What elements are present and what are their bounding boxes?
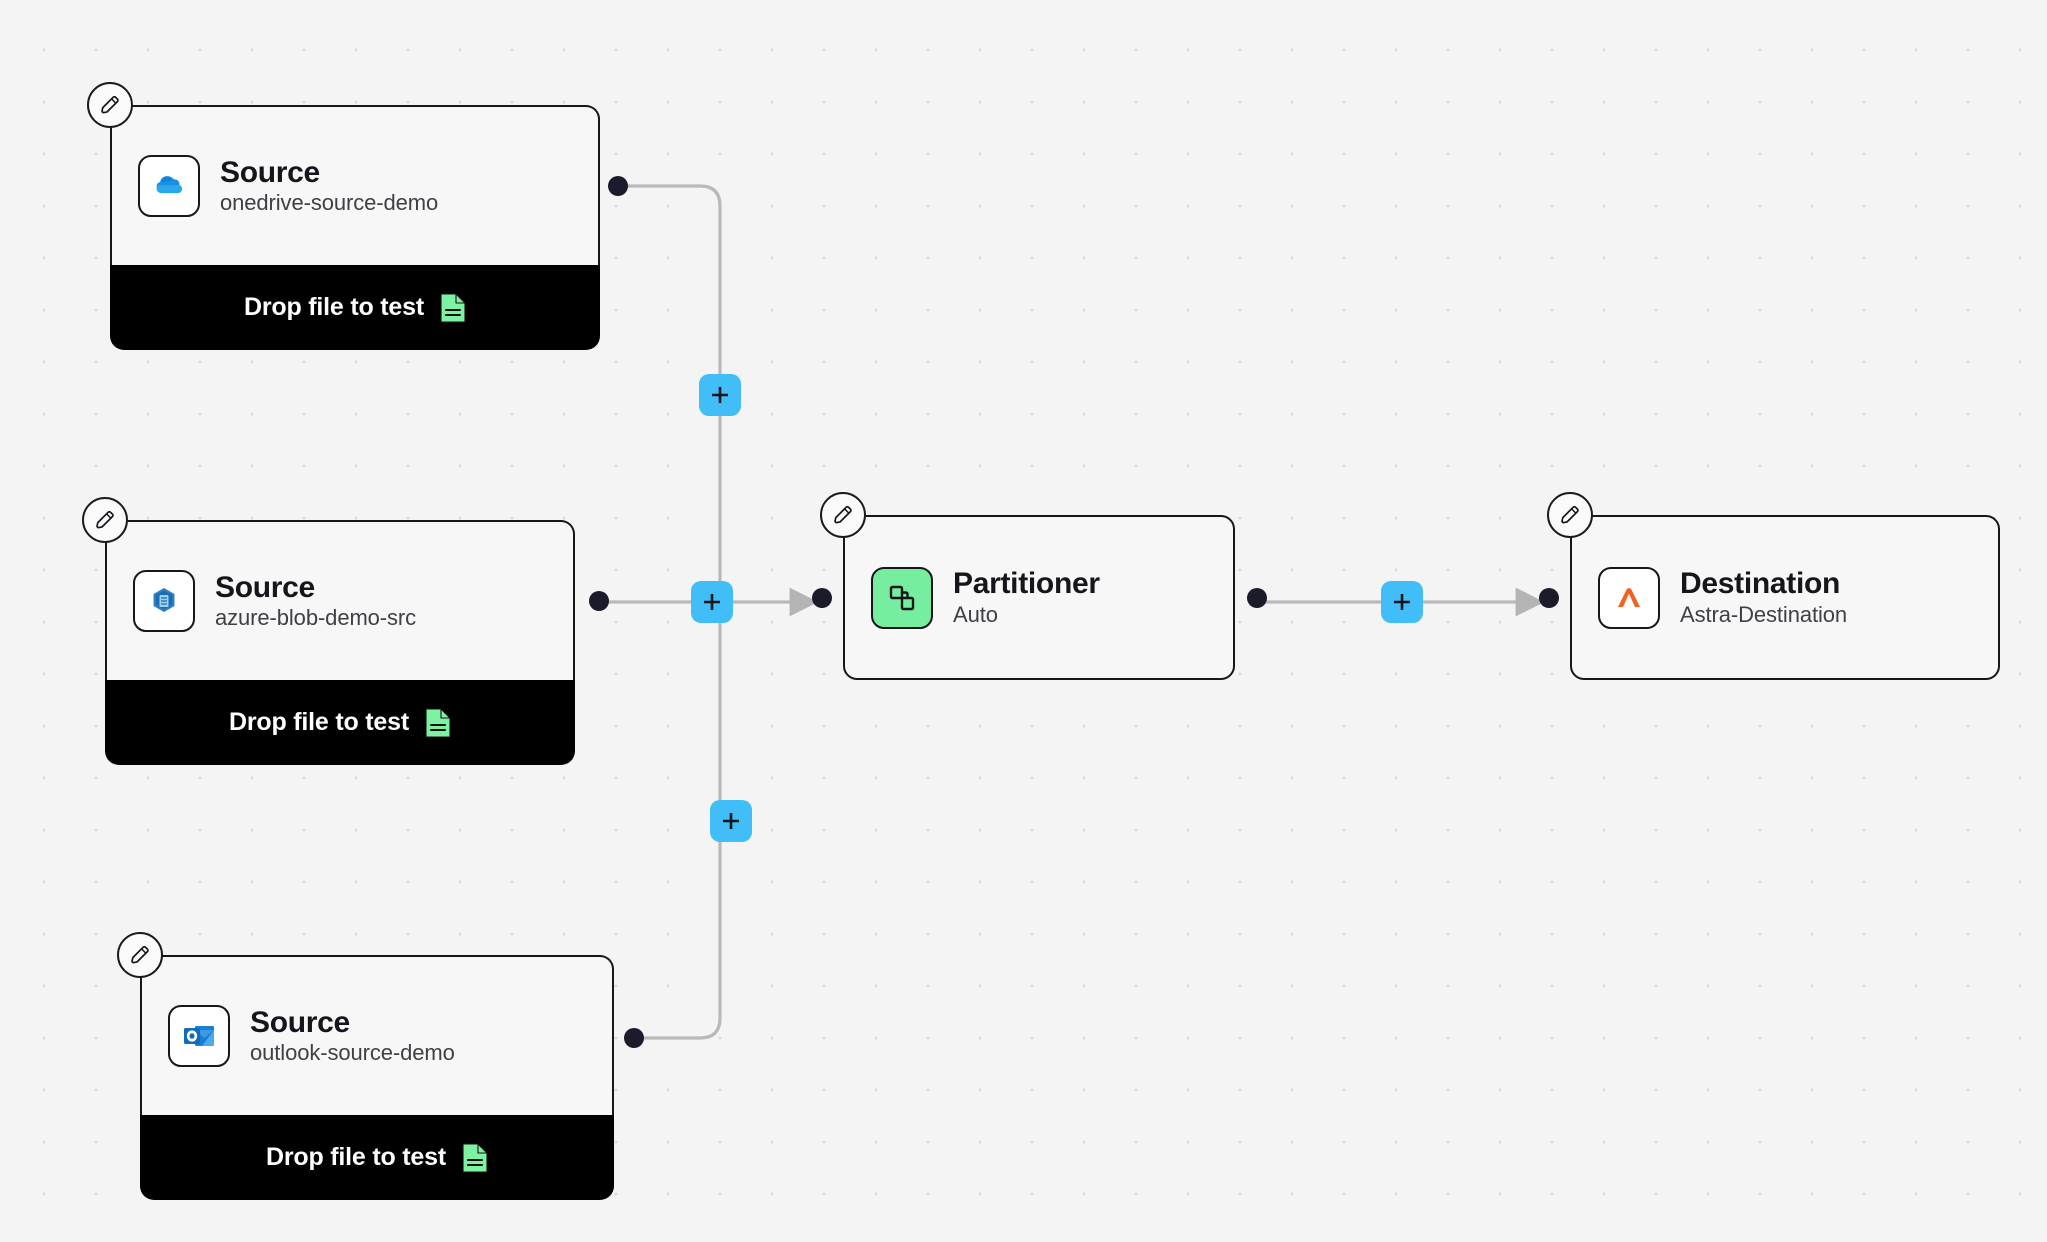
node-title: Source (250, 1005, 350, 1039)
drop-zone-label: Drop file to test (229, 708, 409, 736)
node-body-partitioner[interactable]: Partitioner Auto (843, 515, 1235, 680)
node-text-source-outlook: Source outlook-source-demo (250, 1006, 455, 1067)
azure-blob-storage-icon-frame (133, 570, 195, 632)
add-node-button-middle[interactable] (691, 581, 733, 623)
partitioner-nodes-icon (889, 585, 915, 610)
pencil-icon (1561, 505, 1579, 524)
node-subtitle: azure-blob-demo-src (215, 605, 417, 631)
pencil-icon (834, 505, 852, 524)
drop-zone-source-outlook[interactable]: Drop file to test (140, 1115, 614, 1200)
output-handle-source-azure-blob[interactable] (589, 591, 609, 611)
node-source-outlook[interactable]: Source outlook-source-demo Drop file to … (117, 932, 644, 1200)
onedrive-icon (156, 176, 183, 194)
azure-blob-storage-icon (153, 588, 175, 612)
file-document-icon (440, 292, 466, 323)
drop-zone-source-onedrive[interactable]: Drop file to test (110, 265, 600, 350)
node-title: Source (215, 570, 315, 604)
plus-icon (712, 387, 728, 403)
plus-icon (704, 594, 720, 610)
add-node-button-partitioner-destination[interactable] (1381, 581, 1423, 623)
edit-badge-partitioner[interactable] (820, 492, 866, 538)
outlook-icon-frame (168, 1005, 230, 1067)
node-subtitle: Auto (953, 601, 998, 627)
node-subtitle: onedrive-source-demo (220, 190, 439, 216)
output-handle-partitioner[interactable] (1247, 588, 1267, 608)
edit-badge-destination-astra[interactable] (1547, 492, 1593, 538)
pencil-icon (131, 945, 149, 964)
astra-lambda-icon-frame (1598, 566, 1660, 629)
node-text-source-azure-blob: Source azure-blob-demo-src (215, 571, 416, 632)
node-title: Destination (1680, 567, 1841, 600)
add-node-button-top[interactable] (699, 374, 741, 416)
node-subtitle: outlook-source-demo (250, 1040, 455, 1066)
edit-badge-source-onedrive[interactable] (87, 82, 133, 128)
onedrive-icon-frame (138, 155, 200, 217)
file-document-icon (425, 707, 451, 738)
node-text-partitioner: Partitioner Auto (953, 567, 1100, 628)
node-text-destination-astra: Destination Astra-Destination (1680, 567, 1847, 628)
edge-outlook-to-junction (634, 602, 722, 1040)
node-body-source-onedrive[interactable]: Source onedrive-source-demo (110, 105, 600, 265)
node-title: Partitioner (953, 567, 1100, 600)
input-handle-destination-astra[interactable] (1539, 588, 1559, 608)
drop-zone-source-azure-blob[interactable]: Drop file to test (105, 680, 575, 765)
node-source-onedrive[interactable]: Source onedrive-source-demo Drop file to… (87, 82, 628, 350)
node-subtitle: Astra-Destination (1680, 601, 1848, 627)
file-document-icon (462, 1142, 488, 1173)
plus-icon (1394, 594, 1410, 610)
input-handle-partitioner[interactable] (812, 588, 832, 608)
astra-lambda-icon (1618, 587, 1640, 607)
drop-zone-label: Drop file to test (244, 293, 424, 321)
node-text-source-onedrive: Source onedrive-source-demo (220, 156, 438, 217)
node-destination-astra[interactable]: Destination Astra-Destination (1539, 492, 2000, 680)
drop-zone-label: Drop file to test (266, 1143, 446, 1171)
plus-icon (723, 813, 739, 829)
output-handle-source-outlook[interactable] (624, 1028, 644, 1048)
pencil-icon (101, 95, 119, 114)
edit-badge-source-azure-blob[interactable] (82, 497, 128, 543)
pencil-icon (96, 510, 114, 529)
node-body-source-azure-blob[interactable]: Source azure-blob-demo-src (105, 520, 575, 680)
node-source-azure-blob[interactable]: Source azure-blob-demo-src Drop file to … (82, 497, 609, 765)
outlook-icon (184, 1026, 214, 1046)
node-title: Source (220, 155, 320, 189)
edit-badge-source-outlook[interactable] (117, 932, 163, 978)
output-handle-source-onedrive[interactable] (608, 176, 628, 196)
node-body-destination-astra[interactable]: Destination Astra-Destination (1570, 515, 2000, 680)
add-node-button-bottom[interactable] (710, 800, 752, 842)
node-body-source-outlook[interactable]: Source outlook-source-demo (140, 955, 614, 1115)
node-partitioner[interactable]: Partitioner Auto (812, 492, 1267, 680)
partitioner-nodes-icon-frame (871, 566, 933, 629)
